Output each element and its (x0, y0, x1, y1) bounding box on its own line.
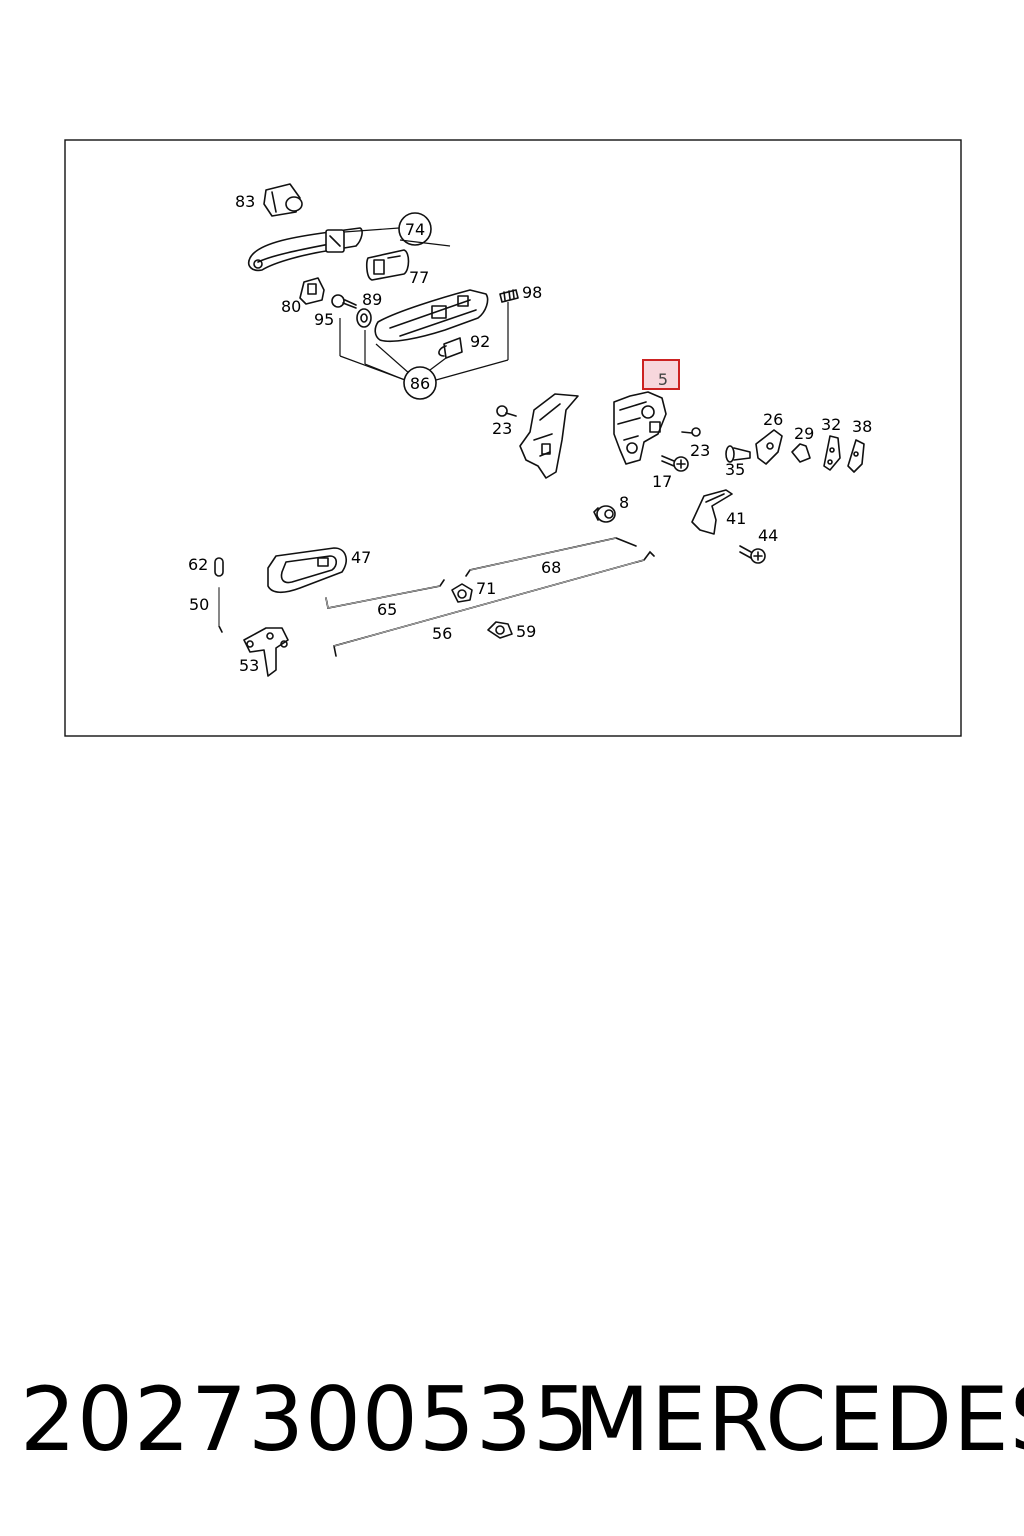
callout-95: 95 (314, 310, 334, 329)
part-8-bushing[interactable] (593, 505, 616, 523)
part-23-screw-left[interactable] (496, 405, 517, 417)
callout-5: 5 (658, 370, 668, 389)
callout-53: 53 (239, 656, 259, 675)
part-44-screw[interactable] (739, 545, 766, 564)
callout-71: 71 (476, 579, 496, 598)
footer: 2027300535 MERCEDES (0, 1365, 1024, 1475)
callout-32: 32 (821, 415, 841, 434)
part-92-clip[interactable] (438, 337, 463, 359)
callout-47: 47 (351, 548, 371, 567)
callout-29: 29 (794, 424, 814, 443)
part-29-clip[interactable] (791, 443, 811, 463)
part-68-rod[interactable] (465, 537, 637, 577)
part-53-lever[interactable] (243, 627, 289, 677)
callout-65: 65 (377, 600, 397, 619)
callout-17: 17 (652, 472, 672, 491)
callout-62: 62 (188, 555, 208, 574)
callout-23-left: 23 (492, 419, 512, 438)
callout-38: 38 (852, 417, 872, 436)
callout-50: 50 (189, 595, 209, 614)
callout-68: 68 (541, 558, 561, 577)
callout-86: 86 (410, 374, 430, 393)
callout-59: 59 (516, 622, 536, 641)
part-17-screw[interactable] (661, 455, 689, 472)
callout-35: 35 (725, 460, 745, 479)
callout-74: 74 (405, 220, 425, 239)
part-83-lock-cylinder[interactable] (263, 183, 303, 217)
part-47-inner-handle[interactable] (267, 547, 347, 594)
part-77-handle-cover[interactable] (366, 249, 410, 281)
part-5-door-lock[interactable] (613, 391, 667, 465)
part-89-grommet[interactable] (356, 308, 372, 328)
handle-carrier[interactable] (374, 289, 489, 343)
diagram-frame (64, 139, 962, 737)
part-number: 2027300535 (20, 1368, 590, 1471)
brand-name: MERCEDES (574, 1368, 1024, 1471)
callout-8: 8 (619, 493, 629, 512)
callout-92: 92 (470, 332, 490, 351)
part-95-screw[interactable] (331, 294, 357, 309)
callout-98: 98 (522, 283, 542, 302)
callout-23-right: 23 (690, 441, 710, 460)
callout-89: 89 (362, 290, 382, 309)
part-50-rod[interactable] (218, 587, 223, 633)
callout-26: 26 (763, 410, 783, 429)
part-80-bracket[interactable] (299, 277, 325, 305)
outer-handle[interactable] (247, 227, 363, 272)
callout-circle-74 (398, 212, 432, 246)
part-38-plate[interactable] (847, 439, 865, 473)
callout-41: 41 (726, 509, 746, 528)
part-26-striker[interactable] (755, 429, 783, 465)
highlight-box-part-5[interactable] (642, 359, 680, 390)
part-71-clip[interactable] (451, 583, 473, 603)
part-65-rod[interactable] (325, 579, 445, 609)
part-41-cover[interactable] (691, 489, 733, 535)
callout-circle-86 (403, 366, 437, 400)
lock-bracket-left[interactable] (519, 393, 579, 479)
callout-80: 80 (281, 297, 301, 316)
part-35-screw[interactable] (725, 445, 751, 463)
callout-56: 56 (432, 624, 452, 643)
part-56-rod[interactable] (333, 550, 655, 657)
part-23-screw-right[interactable] (681, 427, 701, 437)
exploded-parts-diagram: 83 74 77 80 95 89 98 92 86 5 23 23 26 29… (64, 139, 962, 737)
part-62-knob[interactable] (214, 557, 224, 577)
callout-83: 83 (235, 192, 255, 211)
callout-77: 77 (409, 268, 429, 287)
part-59-clip[interactable] (487, 621, 513, 639)
part-98-screw[interactable] (499, 289, 519, 303)
part-32-plate[interactable] (823, 435, 841, 471)
callout-44: 44 (758, 526, 778, 545)
